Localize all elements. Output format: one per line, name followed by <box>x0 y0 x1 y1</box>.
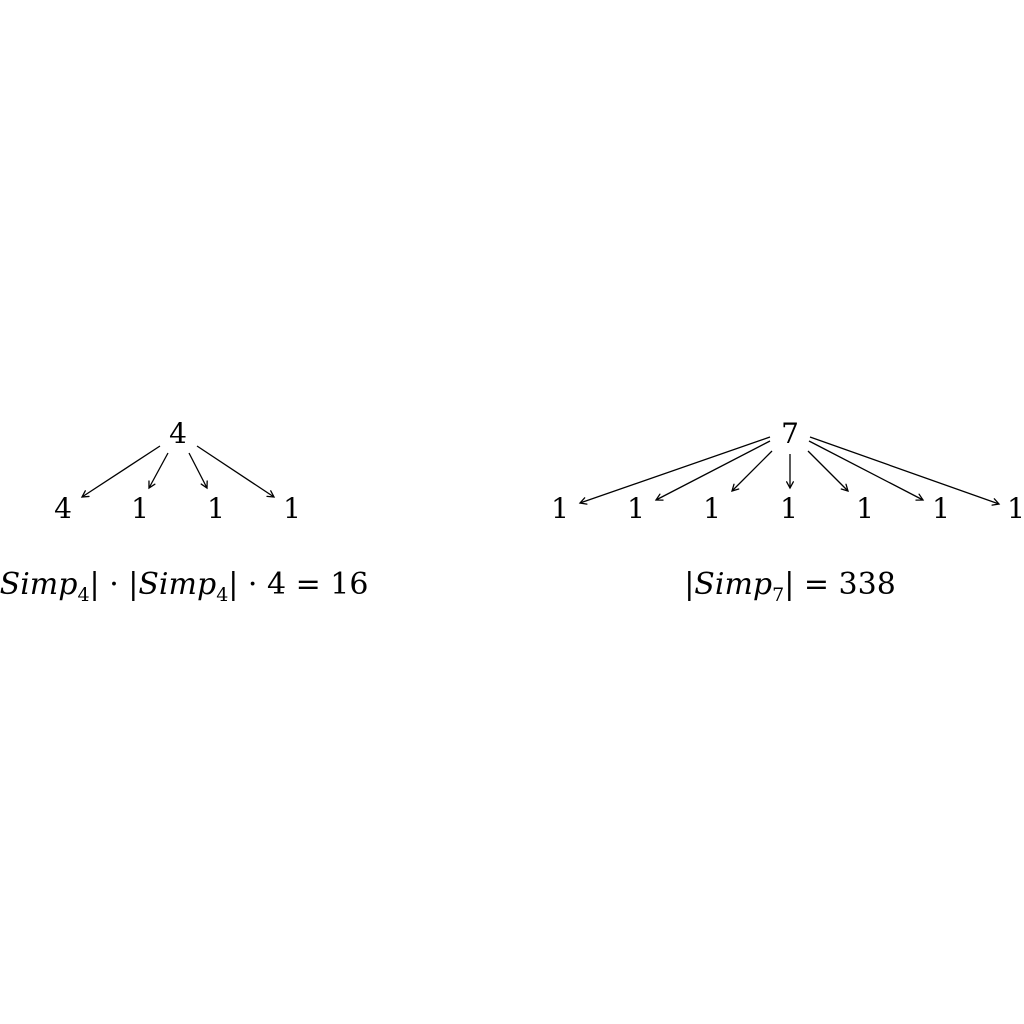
left-tree: 4 4 1 1 1 |Simp4| · |Simp4| · 4 = 16 <box>0 417 368 606</box>
arrowhead <box>148 480 156 490</box>
edge-arrow <box>579 436 771 504</box>
arrowhead <box>578 497 588 505</box>
left-root-node: 4 <box>169 417 187 450</box>
arrowhead <box>785 481 795 490</box>
right-child-node: 1 <box>780 492 798 525</box>
edge-arrow <box>808 440 924 501</box>
edge-arrow <box>807 450 849 492</box>
right-child-node: 1 <box>703 492 721 525</box>
right-tree-edges <box>578 436 1001 506</box>
right-child-node: 1 <box>932 492 950 525</box>
arrowhead <box>266 490 276 498</box>
arrowhead <box>200 480 208 490</box>
left-child-node: 1 <box>283 492 301 525</box>
right-formula: |Simp7| = 338 <box>684 567 896 606</box>
left-child-node: 4 <box>54 492 72 525</box>
right-tree: 7 1 1 1 1 1 1 1 |Simp7| = 338 <box>551 417 1024 606</box>
left-tree-edges <box>80 445 276 498</box>
edge-arrow <box>655 440 771 501</box>
right-child-node: 1 <box>856 492 874 525</box>
edge-arrow <box>188 452 208 489</box>
right-root-node: 7 <box>781 417 799 450</box>
arrowhead <box>991 498 1001 506</box>
right-child-node: 1 <box>627 492 645 525</box>
edge-arrow <box>731 450 773 492</box>
right-child-node: 1 <box>551 492 569 525</box>
left-child-node: 1 <box>131 492 149 525</box>
right-child-node: 1 <box>1007 492 1024 525</box>
left-formula: |Simp4| · |Simp4| · 4 = 16 <box>0 567 368 606</box>
arrowhead <box>915 493 925 501</box>
edge-arrow <box>81 445 161 498</box>
edge-arrow <box>148 452 169 489</box>
edge-arrow <box>196 445 275 498</box>
edge-arrow <box>809 436 1000 505</box>
arrowhead <box>840 483 849 492</box>
left-child-node: 1 <box>207 492 225 525</box>
arrowhead <box>731 483 740 492</box>
arrowhead <box>80 490 90 498</box>
arrowhead <box>654 493 664 501</box>
